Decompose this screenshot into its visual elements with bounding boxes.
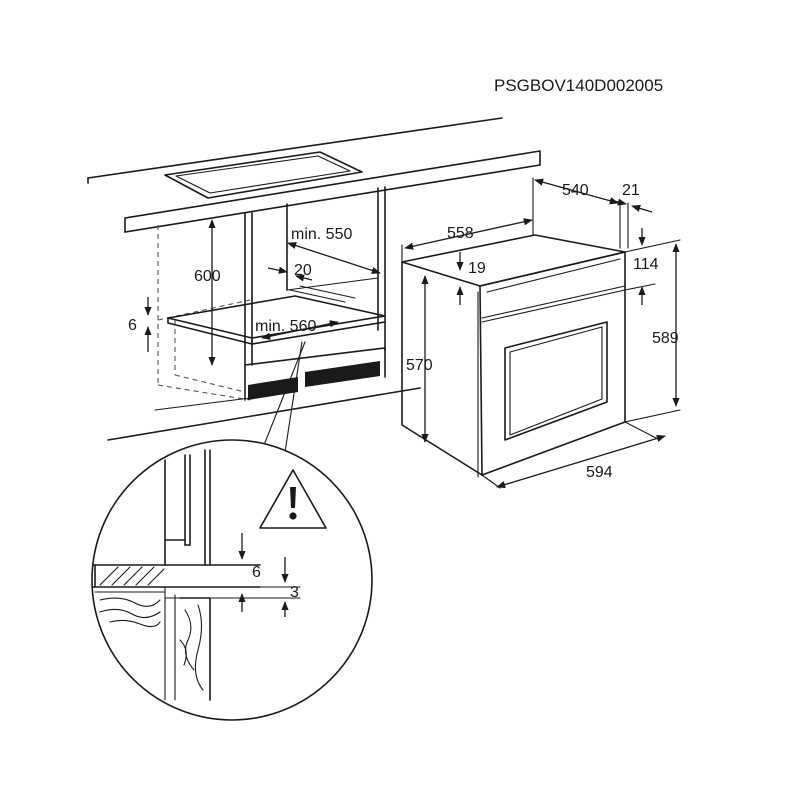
dim-114: 114	[633, 256, 659, 273]
cabinet-dimensions: 600 min. 550 20 6 min. 560	[128, 219, 381, 366]
detail-dim-6: 6	[252, 564, 261, 581]
dim-min-550: min. 550	[291, 226, 352, 243]
dim-594: 594	[586, 464, 613, 481]
detail-view: 6 3	[91, 439, 373, 721]
dim-6: 6	[128, 317, 137, 334]
dim-558: 558	[447, 225, 474, 242]
diagram-code: PSGBOV140D002005	[494, 76, 663, 95]
dim-19: 19	[468, 260, 486, 277]
oven	[401, 234, 626, 478]
warning-icon	[259, 469, 327, 529]
dim-20: 20	[294, 262, 312, 279]
oven-dimensions: 558 540 21 19 114 589 570 594	[401, 177, 681, 489]
dim-600: 600	[194, 268, 221, 285]
dim-589: 589	[652, 330, 679, 347]
dim-570: 570	[406, 357, 433, 374]
hob-outline	[164, 151, 363, 199]
detail-dim-3: 3	[290, 584, 299, 601]
oven-window	[504, 321, 608, 441]
dim-min-560: min. 560	[255, 318, 316, 335]
dim-21: 21	[622, 182, 640, 199]
dim-540: 540	[562, 182, 589, 199]
kitchen-cabinet	[87, 117, 541, 441]
detail-leader	[263, 341, 306, 446]
